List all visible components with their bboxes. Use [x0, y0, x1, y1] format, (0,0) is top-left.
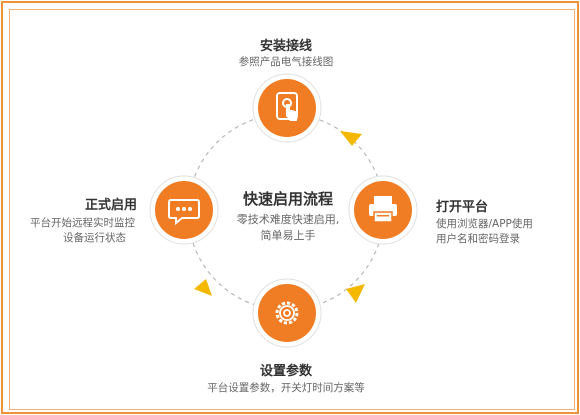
printer-icon: [369, 196, 397, 223]
step-left-desc-line-2: 设备运行状态: [63, 232, 126, 244]
step-right-title: 打开平台: [436, 200, 489, 215]
arrow-bottom-right: [346, 284, 365, 303]
center-desc-line-1: 零技术难度快速启用,: [236, 213, 340, 226]
step-top-desc: 参照产品电气接线图: [238, 56, 334, 68]
step-top-title: 安装接线: [259, 39, 312, 54]
step-right-desc-line-1: 使用浏览器/APP使用: [436, 218, 533, 230]
step-bottom-title: 设置参数: [259, 364, 312, 379]
step-left-node: [149, 175, 219, 245]
step-left-title: 正式启用: [85, 198, 138, 213]
step-bottom-node: [252, 278, 322, 348]
arrow-top-right: [340, 131, 362, 146]
step-top-node: [252, 73, 322, 143]
inner-frame: [9, 9, 575, 410]
hand-pointer-icon: [286, 104, 298, 121]
step-left-desc-line-1: 平台开始远程实时监控: [30, 217, 135, 229]
center-title: 快速启用流程: [242, 190, 333, 208]
step-bottom-desc: 平台设置参数，开关灯时间方案等: [207, 382, 365, 394]
chat-bubble-icon: [168, 199, 200, 226]
gear-icon: [275, 301, 299, 325]
step-right-desc-line-2: 用户名和密码登录: [436, 233, 520, 245]
step-right-node: [348, 175, 418, 245]
arrow-bottom-left: [194, 279, 212, 296]
center-desc-line-2: 简单易上手: [260, 229, 316, 242]
